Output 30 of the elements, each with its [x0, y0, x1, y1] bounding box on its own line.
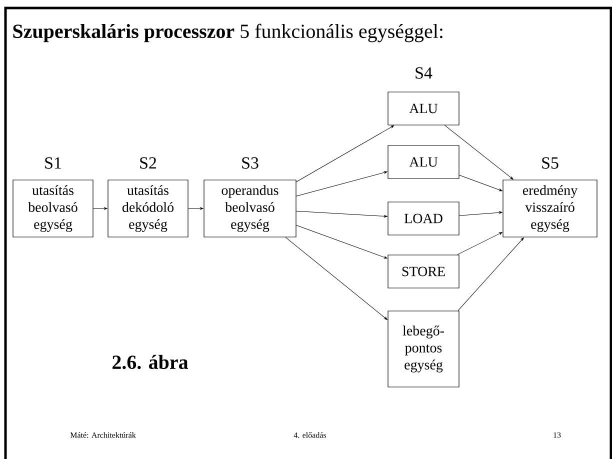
- stage-label: S1: [45, 157, 61, 169]
- stage-box: operandus beolvasó egység: [204, 180, 296, 238]
- stage-box: utasítás dekódoló egység: [108, 180, 188, 238]
- slide-title: Szuperskaláris processzor 5 funkcionális egységgel:: [13, 24, 442, 42]
- unit-box: ALU: [388, 145, 460, 179]
- arrow: [285, 237, 388, 320]
- unit-box: ALU: [388, 92, 460, 126]
- arrow: [444, 125, 514, 180]
- unit-box: LOAD: [388, 202, 460, 236]
- footer-text: Máté: Architektúrák: [70, 432, 136, 438]
- stage-label: S2: [140, 157, 156, 169]
- arrow: [188, 207, 204, 210]
- footer-text: 4. előadás: [294, 432, 326, 438]
- figure-label: 2.6. ábra: [112, 354, 188, 370]
- arrow: [296, 225, 388, 259]
- unit-box: STORE: [388, 254, 460, 288]
- arrow: [296, 210, 388, 218]
- stage-label: S3: [242, 157, 258, 169]
- page-number: 13: [554, 432, 561, 438]
- stage-box: utasítás beolvasó egység: [12, 180, 94, 238]
- arrow: [458, 238, 524, 311]
- stage-label: S5: [542, 157, 558, 169]
- arrow: [459, 211, 502, 216]
- arrow: [296, 125, 394, 182]
- arrow: [296, 171, 388, 196]
- unit-box: lebegő- pontos egység: [388, 310, 460, 388]
- arrow: [459, 174, 502, 192]
- stage-box: eredmény visszaíró egység: [502, 180, 598, 238]
- arrow: [93, 207, 108, 210]
- arrow: [456, 232, 502, 255]
